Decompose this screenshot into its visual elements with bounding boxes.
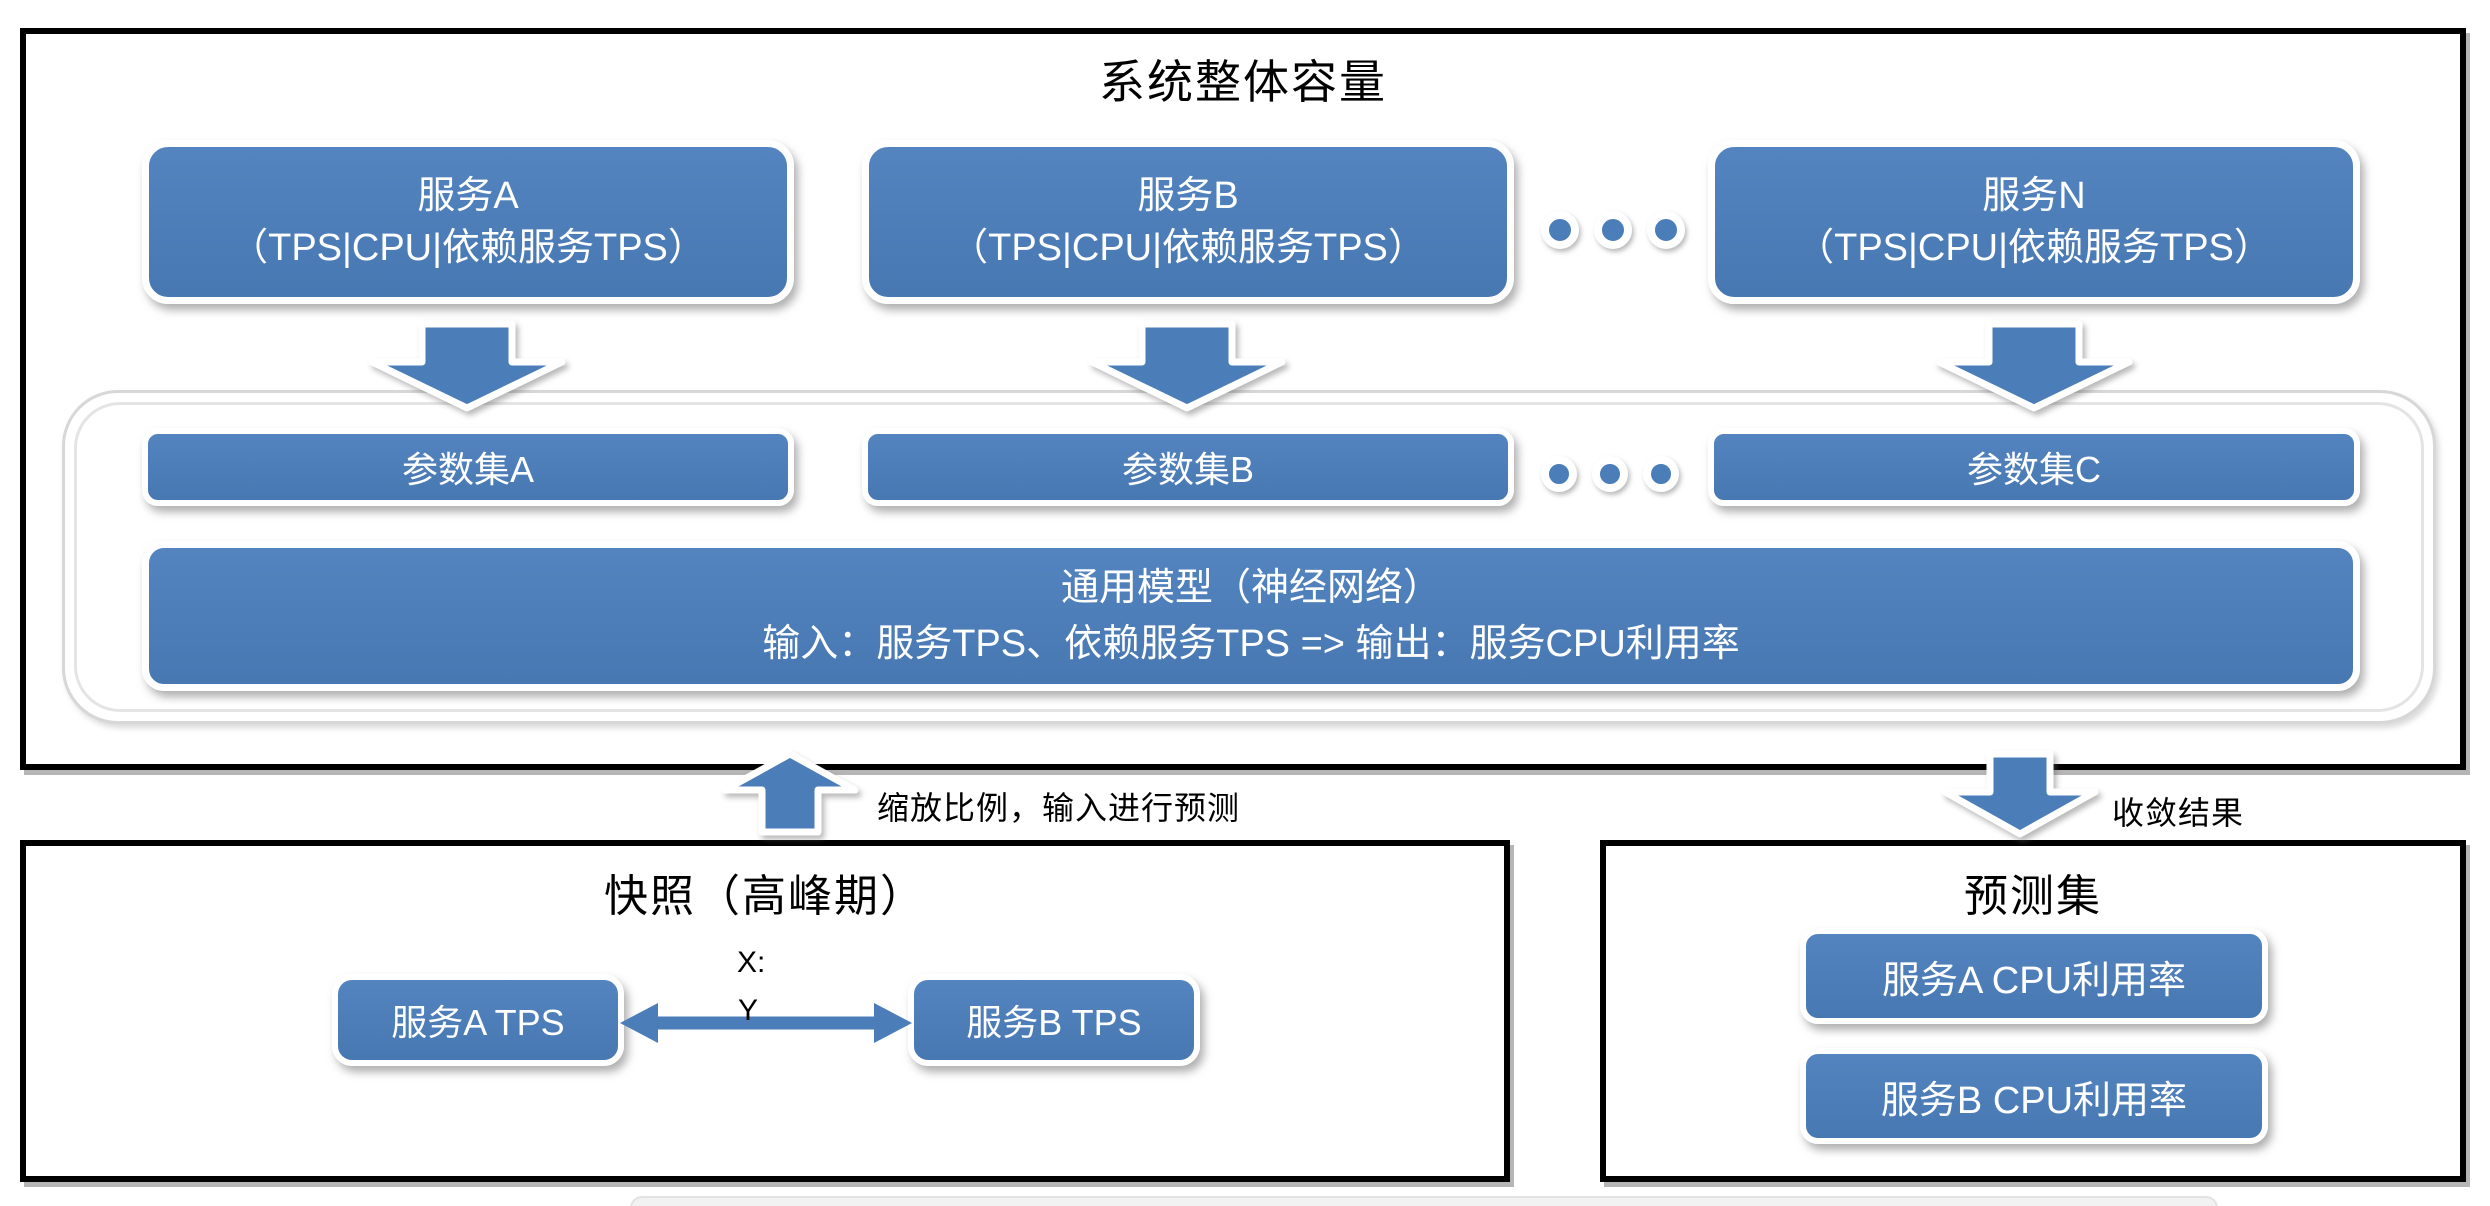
input-flow-label: 缩放比例，输入进行预测 <box>877 790 1241 826</box>
service-n-box: 服务N （TPS|CPU|依赖服务TPS） <box>1708 140 2360 304</box>
service-b-tps-label: 服务B TPS <box>966 1002 1142 1043</box>
dot-icon <box>1541 211 1579 249</box>
model-io-description: 输入：服务TPS、依赖服务TPS => 输出：服务CPU利用率 <box>762 623 1740 665</box>
snapshot-panel-title: 快照（高峰期） <box>604 872 926 921</box>
down-arrow-icon <box>1088 320 1286 412</box>
ellipsis-dots-services <box>1541 211 1685 249</box>
service-b-cpu-box: 服务B CPU利用率 <box>1800 1048 2268 1144</box>
general-model-box: 通用模型（神经网络） 输入：服务TPS、依赖服务TPS => 输出：服务CPU利… <box>142 541 2360 691</box>
prediction-panel-title: 预测集 <box>1964 872 2102 921</box>
service-b-name: 服务B <box>1137 175 1239 217</box>
cropped-bottom-shape <box>630 1196 2218 1206</box>
service-b-tps-box: 服务B TPS <box>908 974 1200 1066</box>
output-flow-label: 收敛结果 <box>2112 795 2245 831</box>
relation-y-label: Y <box>738 994 759 1027</box>
service-b-cpu-label: 服务B CPU利用率 <box>1880 1079 2188 1122</box>
service-b-box: 服务B （TPS|CPU|依赖服务TPS） <box>862 140 1514 304</box>
service-n-name: 服务N <box>1982 175 2086 217</box>
down-arrow-icon <box>1941 750 2099 838</box>
service-n-metrics: （TPS|CPU|依赖服务TPS） <box>1796 227 2272 269</box>
dot-icon <box>1643 456 1679 492</box>
service-a-tps-box: 服务A TPS <box>332 974 624 1066</box>
snapshot-panel: 快照（高峰期） <box>20 840 1510 1182</box>
param-set-a-box: 参数集A <box>142 428 794 506</box>
dot-icon <box>1647 211 1685 249</box>
service-a-metrics: （TPS|CPU|依赖服务TPS） <box>230 227 706 269</box>
relation-x-label: X: <box>737 946 766 979</box>
service-a-name: 服务A <box>417 175 519 217</box>
up-arrow-icon <box>721 750 859 836</box>
param-set-c-box: 参数集C <box>1708 428 2360 506</box>
dot-icon <box>1541 456 1577 492</box>
ellipsis-dots-params <box>1541 456 1679 492</box>
param-set-a-label: 参数集A <box>401 449 534 490</box>
param-set-b-box: 参数集B <box>862 428 1514 506</box>
down-arrow-icon <box>1935 320 2133 412</box>
service-a-box: 服务A （TPS|CPU|依赖服务TPS） <box>142 140 794 304</box>
capacity-panel-title: 系统整体容量 <box>1099 56 1387 108</box>
param-set-c-label: 参数集C <box>1967 449 2101 490</box>
service-b-metrics: （TPS|CPU|依赖服务TPS） <box>950 227 1426 269</box>
param-set-b-label: 参数集B <box>1121 449 1254 490</box>
dot-icon <box>1592 456 1628 492</box>
model-title: 通用模型（神经网络） <box>1060 567 1441 609</box>
down-arrow-icon <box>368 320 566 412</box>
service-a-cpu-box: 服务A CPU利用率 <box>1800 928 2268 1024</box>
service-a-tps-label: 服务A TPS <box>391 1002 565 1043</box>
dot-icon <box>1594 211 1632 249</box>
double-arrow-icon <box>620 1003 912 1043</box>
service-a-cpu-label: 服务A CPU利用率 <box>1881 959 2187 1002</box>
